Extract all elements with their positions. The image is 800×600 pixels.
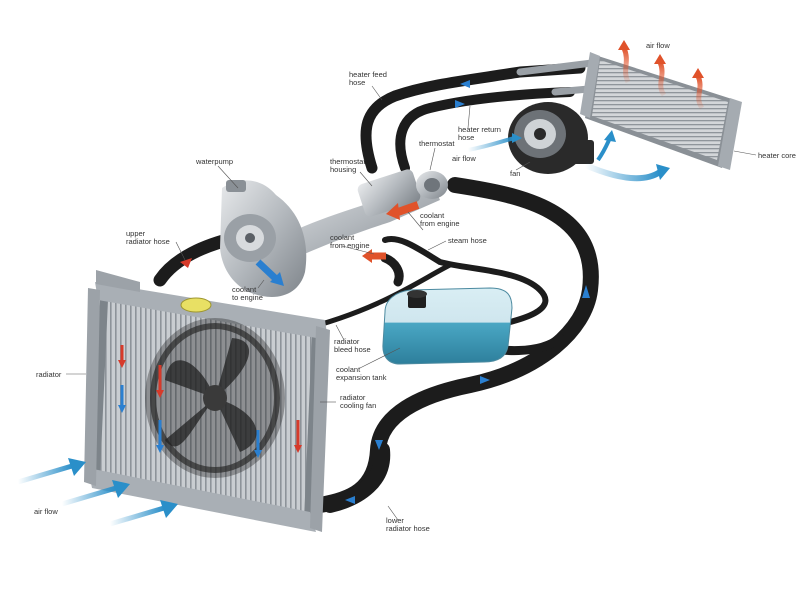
fan-air-arrows [467,130,670,182]
cold-air-arrow-icon [109,505,165,527]
ambient-air-arrows [17,458,178,527]
cold-flow-arrow-icon [156,445,164,453]
hot-air-arrow-icon [695,74,705,110]
cold-air-arrow-icon [583,162,662,182]
coolant-expansion-tank [382,287,513,365]
flow-arrow-icon [455,100,465,108]
heater-return-hose [395,87,575,173]
hoses [153,58,604,513]
label-heater-core: heater core [758,151,796,160]
label-steam-hose: steam hose [448,236,487,245]
water-pump [220,180,307,297]
label-air-flow-top: air flow [646,41,670,50]
hot-air-arrows [618,40,705,110]
label-fan: fan [510,169,520,178]
flow-arrow-icon [460,80,470,88]
cold-air-arrow-icon [68,458,86,476]
cold-air-arrow-icon [604,130,616,142]
radiator-cooling-fan [145,318,285,478]
hot-coolant-arrow-icon [386,203,400,220]
hot-flow-arrow-icon [118,360,126,368]
lower-radiator-hose [322,442,391,513]
heater-blower-fan [508,102,594,174]
cold-air-arrow-icon [160,500,178,518]
leader-lines [66,85,757,521]
label-radiator: radiator [36,370,62,379]
label-air-flow-fan: air flow [452,154,476,163]
coolant-flow-arrows [255,201,420,286]
hot-coolant-arrow-icon [396,201,420,216]
hot-air-arrow-icon [618,40,630,50]
flow-arrow-icon [345,496,355,504]
cold-flow-arrow-icon [118,405,126,413]
hose-flow-arrows [180,80,590,504]
hot-air-arrow-icon [657,61,667,97]
cold-air-arrow-icon [17,463,73,485]
heater-pipe [516,58,604,76]
cold-coolant-arrow-icon [270,272,284,286]
hot-air-arrow-icon [621,47,631,84]
cold-air-arrow-icon [596,137,612,162]
flow-arrow-icon [375,440,383,450]
hot-air-arrow-icon [692,68,704,78]
flow-arrow-icon [480,376,490,384]
cold-air-arrow-icon [112,480,130,498]
label-waterpump: waterpump [195,157,233,166]
flow-arrow-icon [180,258,192,268]
hot-coolant-arrow-icon [362,249,372,263]
cold-air-arrow-icon [656,164,670,180]
hot-air-arrow-icon [654,54,666,64]
label-thermostat: thermostat [419,139,455,148]
hot-flow-arrow-icon [294,445,302,453]
flow-arrow-icon [582,285,590,298]
hot-flow-arrow-icon [156,390,164,398]
cold-coolant-arrow-icon [255,259,278,281]
cold-air-arrow-icon [467,136,516,152]
label-air-flow-bottom: air flow [34,507,58,516]
steam-hose [382,236,549,328]
cold-flow-arrow-icon [254,450,262,458]
engine-inlet-hose [380,253,404,287]
radiator-flow-arrows [118,345,302,458]
cold-air-arrow-icon [512,133,522,143]
heater-core [580,52,742,170]
heater-feed-hose [360,62,586,174]
cold-air-arrow-icon [61,485,117,507]
